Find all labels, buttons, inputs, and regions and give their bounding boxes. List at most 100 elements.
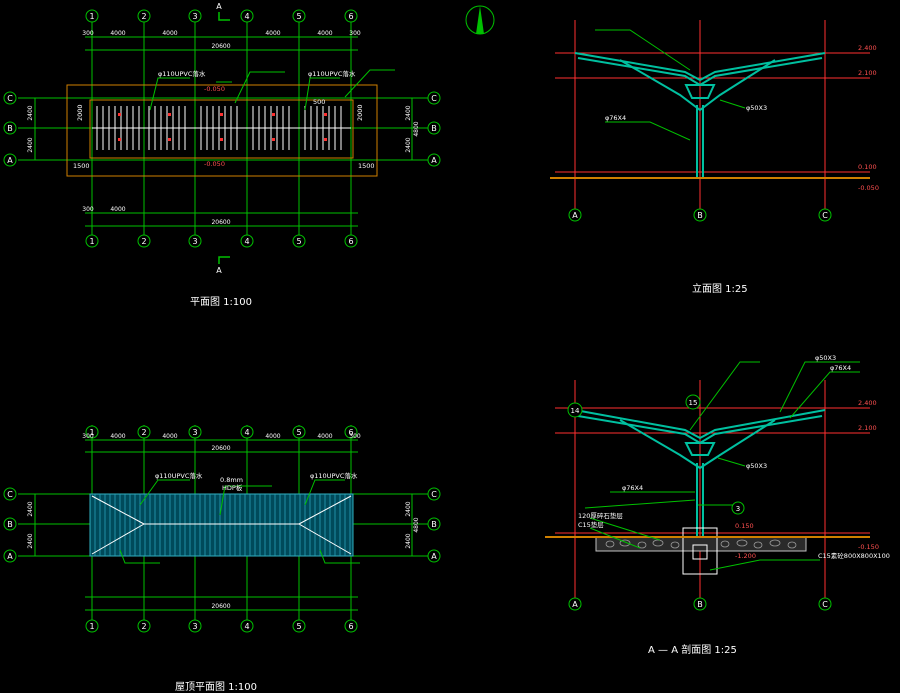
plan-axis-3-bottom: 3 [192,237,197,246]
plan-dim-2: 4000 [110,30,125,37]
roof-axis-a: A [7,552,13,561]
plan-axis-1-bottom: 1 [89,237,94,246]
section-level-neg0150: -0.150 [858,543,879,551]
roof-axis-5: 5 [296,428,301,437]
roof-dim-total-bottom: 20600 [211,603,230,610]
section-marker-15: 15 [689,399,698,407]
plan-axis-6: 6 [348,12,353,21]
plan-axis-a: A [7,156,13,165]
elev-level-neg: -0.050 [858,184,879,192]
roof-axis-c: C [7,490,13,499]
roof-plan-view [18,425,430,625]
roof-label-drain-right: φ110UPVC落水 [310,471,358,480]
plan-axis-4: 4 [244,12,249,21]
plan-right-dim-2: 4800 [413,121,420,136]
elev-label-pipe-76: φ76X4 [605,114,626,122]
plan-note-2000-right: 2000 [356,104,364,121]
plan-axis-2-bottom: 2 [141,237,146,246]
roof-dim-2: 4000 [110,433,125,440]
roof-right-dim-3: 2400 [405,533,412,548]
elev-axis-a: A [572,211,578,220]
roof-axis-3: 3 [192,428,197,437]
plan-dim-4: 4000 [265,30,280,37]
plan-dim-5: 4000 [317,30,332,37]
plan-right-dim-1: 2400 [405,105,412,120]
north-arrow-icon [465,5,495,35]
section-label-pipe-50: φ50X3 [746,462,767,470]
plan-note-2000-left: 2000 [76,104,84,121]
roof-axis-6-bottom: 6 [348,622,353,631]
plan-axis-5: 5 [296,12,301,21]
roof-label-hdp: HDP板 [222,483,243,492]
plan-axis-b-right: B [431,124,437,133]
elev-axis-b: B [697,211,703,220]
plan-right-dim-3: 2400 [405,137,412,152]
plan-axis-b: B [7,124,13,133]
roof-axis-b: B [7,520,13,529]
roof-axis-2-bottom: 2 [141,622,146,631]
section-marker-14: 14 [571,407,580,415]
plan-label-drain-left: φ110UPVC落水 [158,69,206,78]
plan-section-mark-bottom: A [216,266,222,275]
roof-dim-3: 4000 [162,433,177,440]
plan-dim-b1: 300 [82,206,94,213]
plan-dim-1: 300 [82,30,94,37]
plan-section-mark-top: A [216,2,222,11]
plan-side-dim-2: 2400 [27,137,34,152]
roof-axis-5-bottom: 5 [296,622,301,631]
roof-label-drain-left: φ110UPVC落水 [155,471,203,480]
roof-axis-b-right: B [431,520,437,529]
plan-axis-2: 2 [141,12,146,21]
elevation-title: 立面图 1:25 [692,284,748,295]
elev-label-pipe-50: φ50X3 [746,104,767,112]
plan-view [18,12,430,264]
roof-right-dim-2: 4800 [413,517,420,532]
section-view [545,361,870,611]
section-level-neg1200: -1.200 [735,552,756,560]
roof-dim-total: 20600 [211,445,230,452]
roof-dim-1: 300 [82,433,94,440]
roof-axis-1-bottom: 1 [89,622,94,631]
plan-axis-c: C [7,94,13,103]
plan-label-drain-right: φ110UPVC落水 [308,69,356,78]
section-axis-b: B [697,600,703,609]
elev-level-2100: 2.100 [858,69,877,77]
plan-dim-b2: 4000 [110,206,125,213]
plan-dim-total: 20600 [211,43,230,50]
plan-axis-1: 1 [89,12,94,21]
roof-side-dim-2: 2400 [27,533,34,548]
roof-side-dim-1: 2400 [27,501,34,516]
plan-axis-6-bottom: 6 [348,237,353,246]
plan-dim-6: 300 [349,30,361,37]
elev-axis-c: C [822,211,828,220]
section-label-gravel: 120厚碎石垫层 [578,511,623,520]
roof-axis-4-bottom: 4 [244,622,249,631]
elev-level-0100: 0.100 [858,163,877,171]
roof-dim-6: 300 [349,433,361,440]
roof-right-dim-1: 2400 [405,501,412,516]
section-axis-a: A [572,600,578,609]
plan-axis-c-right: C [431,94,437,103]
plan-title: 平面图 1:100 [190,297,252,308]
plan-axis-a-right: A [431,156,437,165]
section-marker-3: 3 [736,505,740,513]
roof-axis-a-right: A [431,552,437,561]
section-label-c15: C15垫层 [578,520,604,529]
plan-level-top: -0.050 [204,85,225,93]
roof-label-sheet: 0.8mm [220,476,243,484]
section-label-pipe-50-top: φ50X3 [815,354,836,362]
plan-level-bottom: -0.050 [204,160,225,168]
section-label-footing: C15素砼800X800X100 [818,551,890,560]
roof-dim-4: 4000 [265,433,280,440]
elev-level-2400: 2.400 [858,44,877,52]
roof-axis-6: 6 [348,428,353,437]
section-title: A — A 剖面图 1:25 [648,645,737,656]
plan-dim-total-bottom: 20600 [211,219,230,226]
section-level-2100: 2.100 [858,424,877,432]
plan-side-dim-1: 2400 [27,105,34,120]
section-level-2400: 2.400 [858,399,877,407]
roof-axis-c-right: C [431,490,437,499]
plan-dim-3: 4000 [162,30,177,37]
section-label-pipe-76: φ76X4 [622,484,643,492]
